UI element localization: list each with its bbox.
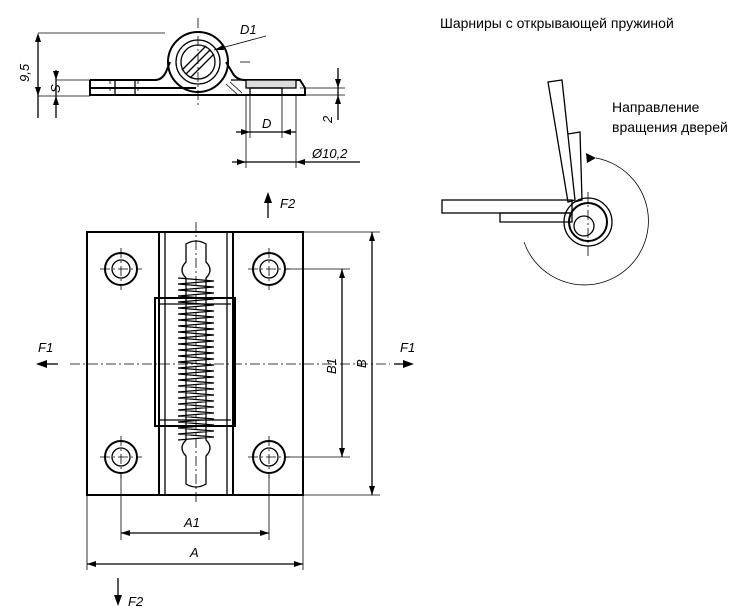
force-f2-bottom-label: F2 — [128, 594, 144, 609]
force-f2-top-label: F2 — [280, 196, 296, 211]
dim-b1-label: B1 — [324, 358, 339, 374]
force-f1-left-label: F1 — [38, 340, 53, 355]
dim-2-label: 2 — [320, 115, 335, 124]
dim-a-label: A — [189, 545, 199, 560]
dim-9-5-label: 9,5 — [17, 63, 32, 82]
dim-d1-label: D1 — [240, 22, 257, 37]
dim-d10-2-label: Ø10,2 — [311, 146, 348, 161]
dim-b-label: B — [354, 359, 369, 368]
force-f1-right-label: F1 — [400, 340, 415, 355]
dim-d-label: D — [262, 116, 271, 131]
dim-a1-label: A1 — [183, 515, 200, 530]
rotation-label-line2: вращения дверей — [612, 119, 728, 135]
dim-s-label: S — [48, 84, 63, 93]
side-view: 9,5 S D1 2 D Ø10,2 — [17, 18, 360, 168]
rotation-label-line1: Направление — [612, 99, 700, 115]
rotation-schematic: Шарниры с открывающей пружиной Направлен… — [440, 15, 728, 286]
drawing-title: Шарниры с открывающей пружиной — [440, 15, 674, 31]
front-view: B1 B A1 A F2 F2 F1 F1 — [36, 192, 415, 609]
